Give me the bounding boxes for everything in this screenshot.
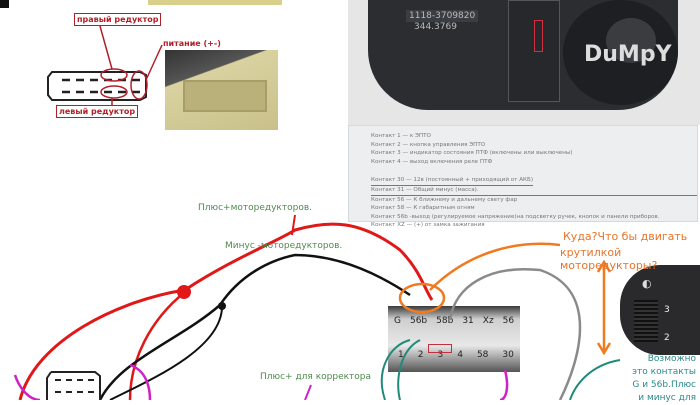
minus-reducers-label: Минус -моторедукторов. [225, 241, 343, 251]
plus-reducers-label: Плюс+моторедукторов. [198, 203, 312, 213]
note-line: Контакт 30 — 12в (постоянный + приходящи… [371, 176, 534, 186]
yellow-photo-strip [148, 0, 282, 5]
pin-label: 56 [502, 316, 515, 326]
pinout-notes-panel: Контакт 1 — к ЭПТО Контакт 2 — кнопка уп… [348, 125, 698, 228]
question-line-1: Куда?Что бы двигать [563, 230, 688, 243]
maybe-note: Возможно это контакты G и 56b.Плюс и мин… [632, 353, 696, 405]
gray-wire [448, 268, 582, 400]
note-line: и минус для [638, 393, 696, 403]
black-junction [218, 302, 226, 310]
headlight-switch-photo: 1118-3709820 344.3769 DuMpY [348, 0, 700, 125]
red-wire-2 [128, 291, 186, 400]
watermark: DuMpY [584, 42, 672, 67]
power-label: питание (+-) [163, 39, 221, 48]
red-wire [18, 222, 434, 400]
knob-mark-2: 2 [664, 333, 670, 343]
pin-label: 56b [409, 316, 428, 326]
pin-label: 30 [502, 350, 514, 360]
note-line: Контакт XZ — (+) от замка зажигания [371, 222, 485, 229]
switch-connector-photo: G 56b 58b 31 Xz 56 1 2 3 4 58 30 [388, 306, 520, 372]
part-number-2: 344.3769 [414, 22, 457, 32]
plus-corrector-label: Плюс+ для корректора [260, 372, 372, 382]
pin-label: 1 [398, 350, 404, 360]
small-connector-diagram [46, 371, 101, 400]
pin-label: Xz [482, 316, 494, 326]
question-line-2: крутилкой моторедукторы? [560, 246, 658, 272]
note-line: Контакт 58 — К габаритным огням [371, 205, 475, 212]
note-line: Контакт 31 — Общий минус (масса). [371, 186, 697, 196]
orange-circle [398, 282, 446, 314]
red-junction [177, 285, 191, 299]
black-wire [98, 253, 411, 400]
knob-photo: 3 2 ◐ [620, 265, 700, 355]
note-line: G и 56b.Плюс [632, 380, 696, 390]
note-line: Контакт 56b -выход (регулируемое напряже… [371, 213, 660, 220]
knob-mark-3: 3 [664, 305, 670, 315]
pin-label: 31 [462, 316, 474, 326]
note-line: это контакты [632, 367, 696, 377]
right-reducer-label: правый редуктор [74, 13, 162, 26]
black-square [0, 0, 9, 8]
orange-wire [429, 242, 561, 291]
part-number: 1118-3709820 [406, 10, 479, 22]
pin-label: 2 [417, 350, 424, 360]
pin-label: 4 [457, 350, 463, 360]
pin-label: 3 [437, 350, 444, 360]
note-line: Возможно [647, 354, 696, 364]
note-line: Контакт 3 — индикатор состояния ПТФ (вкл… [371, 150, 573, 157]
left-reducer-label: левый редуктор [56, 105, 139, 118]
fog-light-icon: ◐ [642, 277, 652, 290]
black-wire-2 [109, 307, 223, 400]
note-line: Контакт 1 — к ЭПТО [371, 133, 431, 139]
note-line: Контакт 4 — выход включения реле ПТФ [371, 158, 493, 165]
pin-label: 58b [436, 316, 454, 326]
connector-photo [165, 50, 278, 130]
note-line: Контакт 56 — К ближнему и дальнему свету… [371, 196, 518, 203]
pin-label: 58 [476, 350, 489, 360]
connector-diagram [47, 25, 163, 106]
teal-wire [380, 339, 621, 400]
note-line: Контакт 2 — кнопка управления ЭПТО [371, 141, 486, 148]
pin-label: G [394, 316, 401, 326]
